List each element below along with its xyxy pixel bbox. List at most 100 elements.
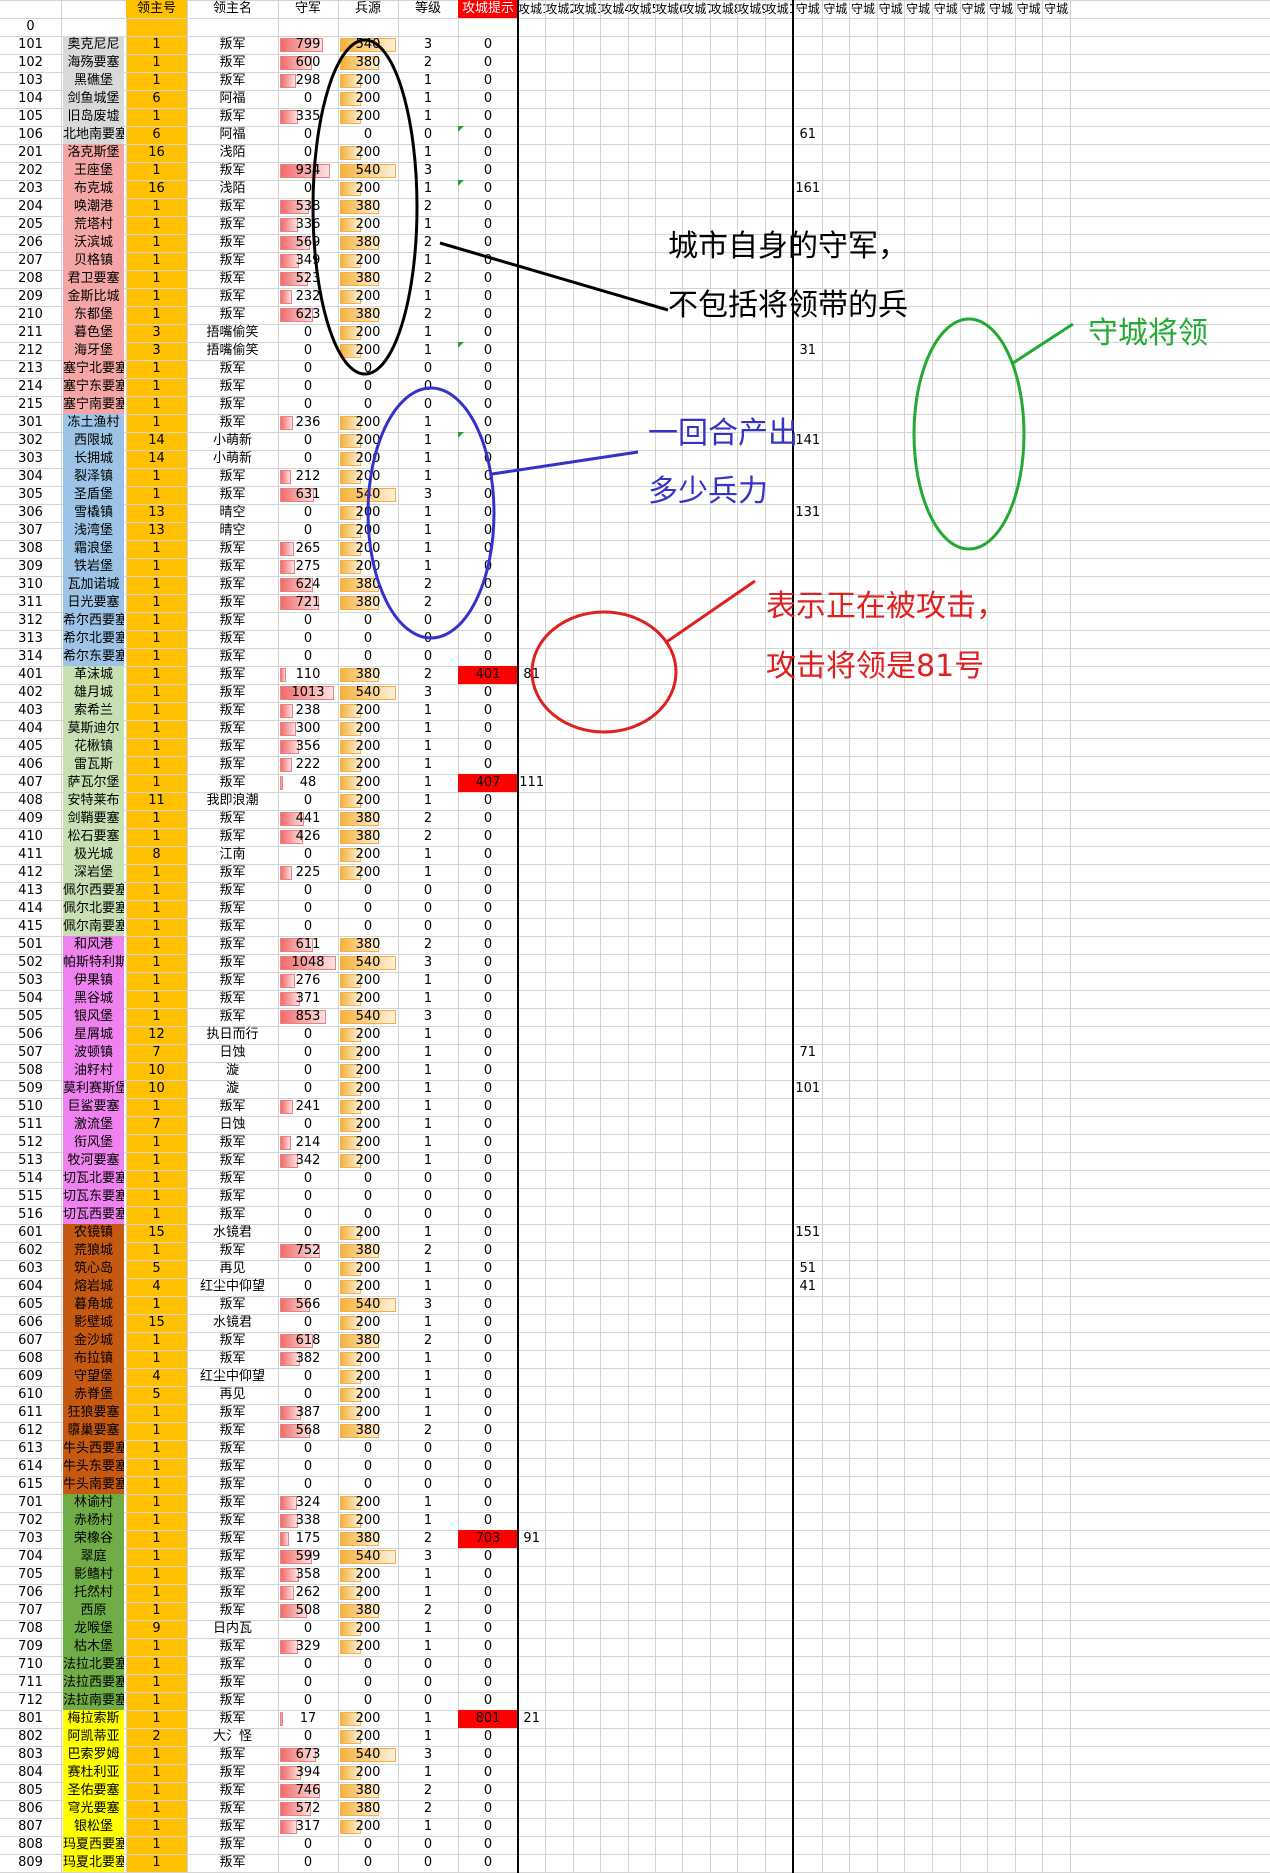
- lord-name[interactable]: 叛军: [187, 1152, 278, 1170]
- city-name[interactable]: 塞宁东要塞: [63, 378, 124, 396]
- city-name[interactable]: 切瓦西要塞: [63, 1206, 124, 1224]
- level-value[interactable]: 0: [398, 1656, 458, 1674]
- city-id[interactable]: 611: [0, 1404, 61, 1422]
- city-name[interactable]: 翠庭: [63, 1548, 124, 1566]
- lord-id[interactable]: 1: [126, 666, 187, 684]
- city-id[interactable]: 402: [0, 684, 61, 702]
- city-name[interactable]: 熔岩城: [63, 1278, 124, 1296]
- city-id[interactable]: 207: [0, 252, 61, 270]
- defense-value[interactable]: 611: [278, 936, 338, 954]
- level-value[interactable]: 1: [398, 756, 458, 774]
- production-value[interactable]: 200: [338, 324, 398, 342]
- production-value[interactable]: 200: [338, 1080, 398, 1098]
- level-value[interactable]: 0: [398, 630, 458, 648]
- lord-name[interactable]: 叛军: [187, 774, 278, 792]
- production-value[interactable]: 200: [338, 1134, 398, 1152]
- lord-name[interactable]: 叛军: [187, 936, 278, 954]
- lord-id[interactable]: 1: [126, 306, 187, 324]
- production-value[interactable]: 380: [338, 594, 398, 612]
- lord-name[interactable]: 叛军: [187, 270, 278, 288]
- lord-name[interactable]: 捂嘴偷笑: [187, 342, 278, 360]
- header-attack-8[interactable]: 攻城8: [710, 0, 737, 18]
- lord-id[interactable]: 1: [126, 1692, 187, 1710]
- attack-hint-value[interactable]: 0: [458, 36, 518, 54]
- city-name[interactable]: 帕斯特利斯: [63, 954, 124, 972]
- attack-hint-value[interactable]: 0: [458, 936, 518, 954]
- level-value[interactable]: 0: [398, 900, 458, 918]
- lord-id[interactable]: 8: [126, 846, 187, 864]
- production-value[interactable]: 0: [338, 126, 398, 144]
- lord-name[interactable]: 叛军: [187, 1476, 278, 1494]
- city-name[interactable]: 切瓦东要塞: [63, 1188, 124, 1206]
- defense-value[interactable]: 214: [278, 1134, 338, 1152]
- header-attack-9[interactable]: 攻城9: [737, 0, 764, 18]
- attack-hint-value[interactable]: 0: [458, 1656, 518, 1674]
- level-value[interactable]: 1: [398, 504, 458, 522]
- attack-hint-value[interactable]: 0: [458, 378, 518, 396]
- production-value[interactable]: 200: [338, 1728, 398, 1746]
- lord-id[interactable]: 12: [126, 1026, 187, 1044]
- city-name[interactable]: 荒狼城: [63, 1242, 124, 1260]
- level-value[interactable]: 1: [398, 108, 458, 126]
- level-value[interactable]: 1: [398, 144, 458, 162]
- header-guard-8[interactable]: 守城: [987, 0, 1015, 18]
- level-value[interactable]: 2: [398, 1242, 458, 1260]
- city-name[interactable]: 玛夏西要塞: [63, 1836, 124, 1854]
- attack-hint-value[interactable]: 0: [458, 522, 518, 540]
- production-value[interactable]: 200: [338, 1584, 398, 1602]
- attack-hint-value[interactable]: 0: [458, 1116, 518, 1134]
- defense-value[interactable]: 394: [278, 1764, 338, 1782]
- level-value[interactable]: 1: [398, 774, 458, 792]
- city-id[interactable]: 202: [0, 162, 61, 180]
- city-name[interactable]: 银松堡: [63, 1818, 124, 1836]
- lord-name[interactable]: 叛军: [187, 252, 278, 270]
- level-value[interactable]: 3: [398, 162, 458, 180]
- city-id[interactable]: 211: [0, 324, 61, 342]
- attack-hint-value[interactable]: 0: [458, 1764, 518, 1782]
- level-value[interactable]: 3: [398, 1746, 458, 1764]
- lord-id[interactable]: 1: [126, 72, 187, 90]
- production-value[interactable]: 540: [338, 486, 398, 504]
- lord-name[interactable]: 捂嘴偷笑: [187, 324, 278, 342]
- city-name[interactable]: 和风港: [63, 936, 124, 954]
- city-name[interactable]: 西限城: [63, 432, 124, 450]
- attack-hint-value[interactable]: 0: [458, 1494, 518, 1512]
- production-value[interactable]: 540: [338, 162, 398, 180]
- defense-value[interactable]: 569: [278, 234, 338, 252]
- defense-value[interactable]: 212: [278, 468, 338, 486]
- defense-value[interactable]: 600: [278, 54, 338, 72]
- defense-value[interactable]: 508: [278, 1602, 338, 1620]
- lord-id[interactable]: 14: [126, 432, 187, 450]
- city-name[interactable]: 贝格镇: [63, 252, 124, 270]
- city-name[interactable]: 深岩堡: [63, 864, 124, 882]
- attack-hint-value[interactable]: 0: [458, 1242, 518, 1260]
- production-value[interactable]: 0: [338, 1476, 398, 1494]
- production-value[interactable]: 0: [338, 1656, 398, 1674]
- lord-id[interactable]: 16: [126, 180, 187, 198]
- lord-id[interactable]: 5: [126, 1386, 187, 1404]
- city-name[interactable]: 金沙城: [63, 1332, 124, 1350]
- level-value[interactable]: 2: [398, 1602, 458, 1620]
- attack-hint-value[interactable]: 0: [458, 1080, 518, 1098]
- attack-hint-value[interactable]: 0: [458, 450, 518, 468]
- city-id[interactable]: 801: [0, 1710, 61, 1728]
- city-id[interactable]: 509: [0, 1080, 61, 1098]
- lord-id[interactable]: 1: [126, 1746, 187, 1764]
- defense-value[interactable]: 0: [278, 1386, 338, 1404]
- defense-value[interactable]: 0: [278, 648, 338, 666]
- city-name[interactable]: 霜浪堡: [63, 540, 124, 558]
- city-id[interactable]: 808: [0, 1836, 61, 1854]
- lord-id[interactable]: 7: [126, 1116, 187, 1134]
- attacker-id[interactable]: 91: [518, 1530, 545, 1548]
- lord-id[interactable]: 1: [126, 1404, 187, 1422]
- attack-hint-value[interactable]: 0: [458, 126, 518, 144]
- lord-id[interactable]: 1: [126, 828, 187, 846]
- city-id[interactable]: 411: [0, 846, 61, 864]
- defense-value[interactable]: 0: [278, 1026, 338, 1044]
- city-id[interactable]: 602: [0, 1242, 61, 1260]
- city-id[interactable]: 408: [0, 792, 61, 810]
- header-defense[interactable]: 守军: [278, 0, 338, 18]
- level-value[interactable]: 0: [398, 1206, 458, 1224]
- defense-value[interactable]: 0: [278, 792, 338, 810]
- city-id[interactable]: 606: [0, 1314, 61, 1332]
